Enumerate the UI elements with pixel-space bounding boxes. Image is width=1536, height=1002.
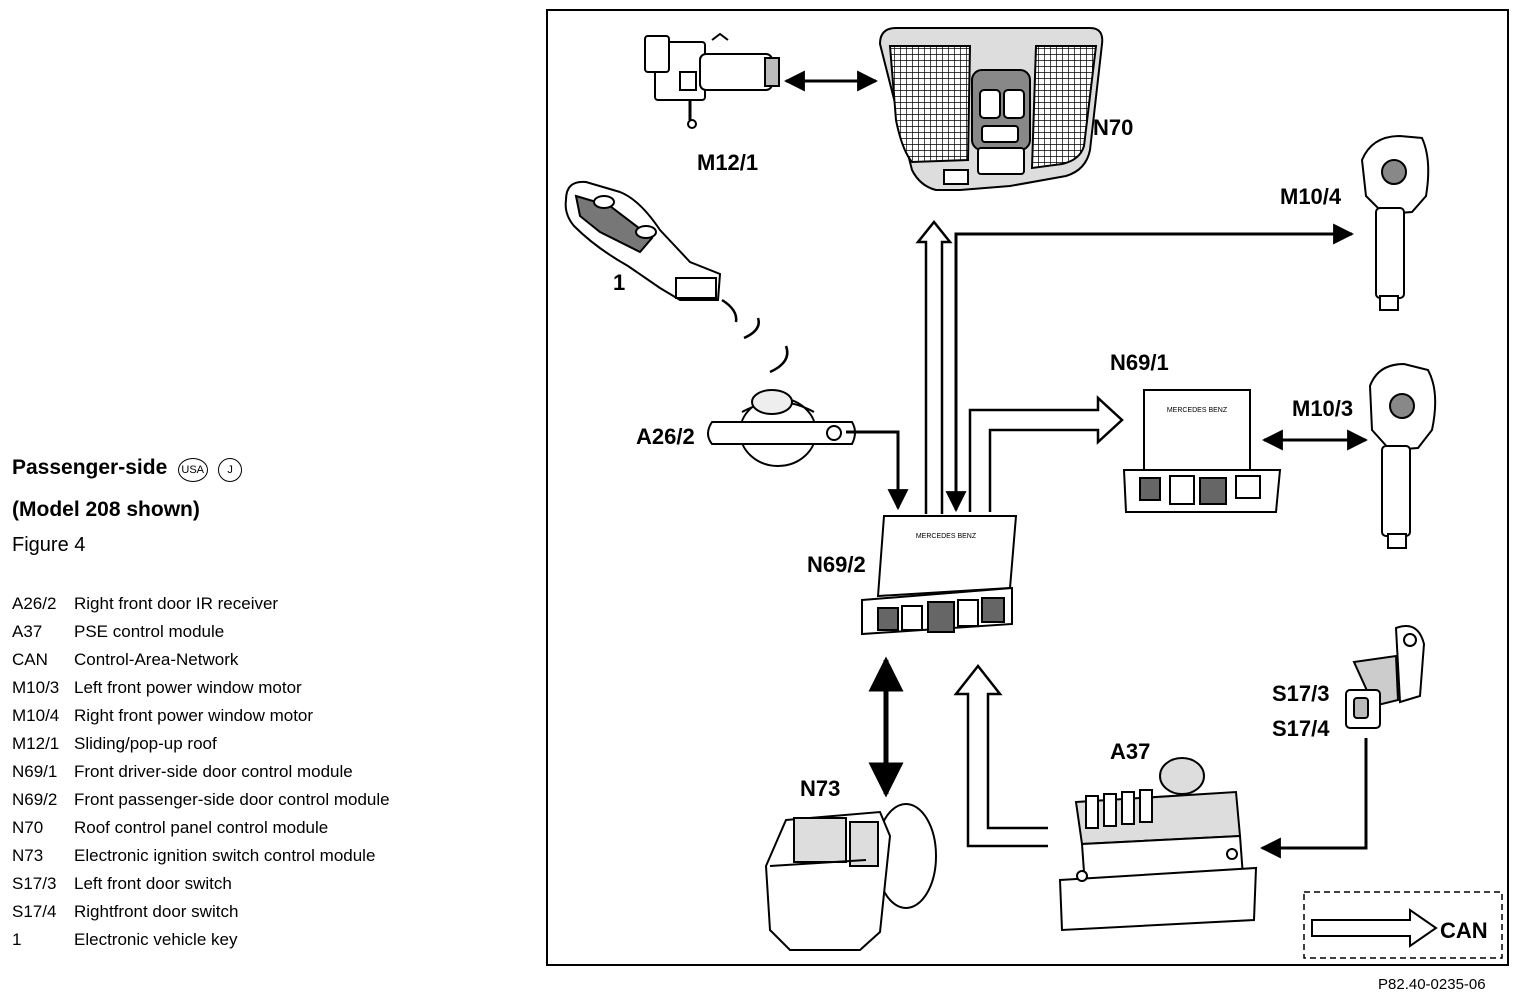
figure-label: Figure 4 [12,534,86,556]
can-link-to-roof-panel [915,219,953,514]
legend-description: Rightfront door switch [74,902,239,921]
legend-row: N69/1 Front driver-side door control modu… [12,758,390,786]
label-a37: A37 [1110,739,1150,764]
ignition-switch-module [764,803,937,951]
electronic-vehicle-key [564,180,722,301]
can-arrow-icon [1311,908,1438,948]
passenger-module-brand: MERCEDES BENZ [916,533,977,540]
right-window-link [945,223,1355,513]
legend-code: S17/4 [12,902,57,921]
pse-control-module [1058,757,1258,932]
legend-description: Control-Area-Network [74,650,239,669]
legend-code: N70 [12,818,44,837]
ir-receiver-link [846,430,909,511]
diagram-frame [546,9,1509,966]
legend-description: PSE control module [74,622,225,641]
legend-row: S17/3 Left front door switch [12,870,390,898]
legend-title: Passenger-side [12,456,168,479]
legend-row: 1 Electronic vehicle key [12,926,390,954]
left-window-motor [1368,362,1437,549]
legend-row: CAN Control-Area-Network [12,646,390,674]
driver-module-brand: MERCEDES BENZ [1167,407,1228,414]
label-n69-1: N69/1 [1110,350,1169,375]
legend-row: A37 PSE control module [12,618,390,646]
legend-description: Right front door IR receiver [74,594,279,613]
legend-subtitle: (Model 208 shown) [12,498,200,521]
legend-row: N69/2 Front passenger-side door control m… [12,786,390,814]
legend-code: A26/2 [12,594,57,613]
legend-description: Left front power window motor [74,678,302,697]
label-m10-3: M10/3 [1292,396,1353,421]
legend-description: Sliding/pop-up roof [74,734,217,753]
label-n69-2: N69/2 [807,552,866,577]
legend-row: A26/2 Right front door IR receiver [12,590,390,618]
figure-reference: P82.40-0235-06 [1378,976,1486,993]
legend-subtitle-row: (Model 208 shown) [12,498,200,522]
door-switch [1345,625,1426,729]
legend-code: N73 [12,846,44,865]
legend-row: N73 Electronic ignition switch control mo… [12,842,390,870]
can-link-to-driver-module [968,395,1124,512]
driver-door-control-module: MERCEDES BENZ [1122,389,1282,513]
door-switch-link [1259,738,1368,859]
legend-row: M10/3 Left front power window motor [12,674,390,702]
legend-title-row: Passenger-side USA J [12,456,243,482]
legend-code: N69/1 [12,762,58,781]
right-window-motor [1360,134,1430,311]
legend-description: Left front door switch [74,874,232,893]
ir-signal-waves [721,298,789,374]
can-link-from-pse-module [953,663,1048,848]
label-n70: N70 [1093,115,1133,140]
figure-label-row: Figure 4 [12,534,85,557]
roof-control-panel [878,27,1104,191]
j-badge: J [218,457,243,482]
legend-row: M12/1 Sliding/pop-up roof [12,730,390,758]
legend-description: Electronic vehicle key [74,930,238,949]
legend-row: S17/4 Rightfront door switch [12,898,390,926]
label-m12-1: M12/1 [697,150,758,175]
legend-code: N69/2 [12,790,58,809]
legend-code: S17/3 [12,874,57,893]
legend-code: M10/4 [12,706,60,725]
sliding-roof-motor [644,32,780,129]
legend-row: N70 Roof control panel control module [12,814,390,842]
label-s17-3: S17/3 [1272,681,1330,706]
connection-lines [783,70,1369,859]
legend-code: 1 [12,930,22,949]
legend-code: CAN [12,650,48,669]
legend-description: Roof control panel control module [74,818,329,837]
usa-badge: USA [177,457,208,482]
legend-description: Front passenger-side door control module [74,790,390,809]
legend-row: M10/4 Right front power window motor [12,702,390,730]
label-m10-4: M10/4 [1280,184,1342,209]
label-a26-2: A26/2 [636,424,695,449]
label-n73: N73 [800,776,840,801]
legend-description: Electronic ignition switch control modul… [74,846,376,865]
label-can: CAN [1440,918,1488,943]
label-s17-4: S17/4 [1272,716,1330,741]
ir-receiver [707,389,856,467]
label-key: 1 [613,270,625,295]
legend-code: M12/1 [12,734,60,753]
legend-description: Front driver-side door control module [74,762,353,781]
can-legend-box [1303,891,1503,959]
legend-code: M10/3 [12,678,60,697]
passenger-door-control-module: MERCEDES BENZ [861,515,1018,636]
legend-description: Right front power window motor [74,706,314,725]
legend-code: A37 [12,622,43,641]
